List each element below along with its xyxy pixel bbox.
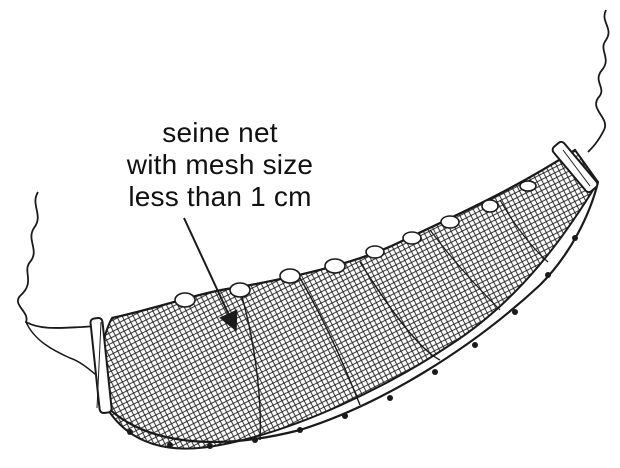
- net-label-line-2: with mesh size: [60, 149, 380, 181]
- net-label-line-1: seine net: [60, 117, 380, 149]
- net-label-line-3: less than 1 cm: [60, 181, 380, 213]
- right-rope-icon: [588, 10, 609, 152]
- net-label: seine net with mesh size less than 1 cm: [60, 117, 380, 213]
